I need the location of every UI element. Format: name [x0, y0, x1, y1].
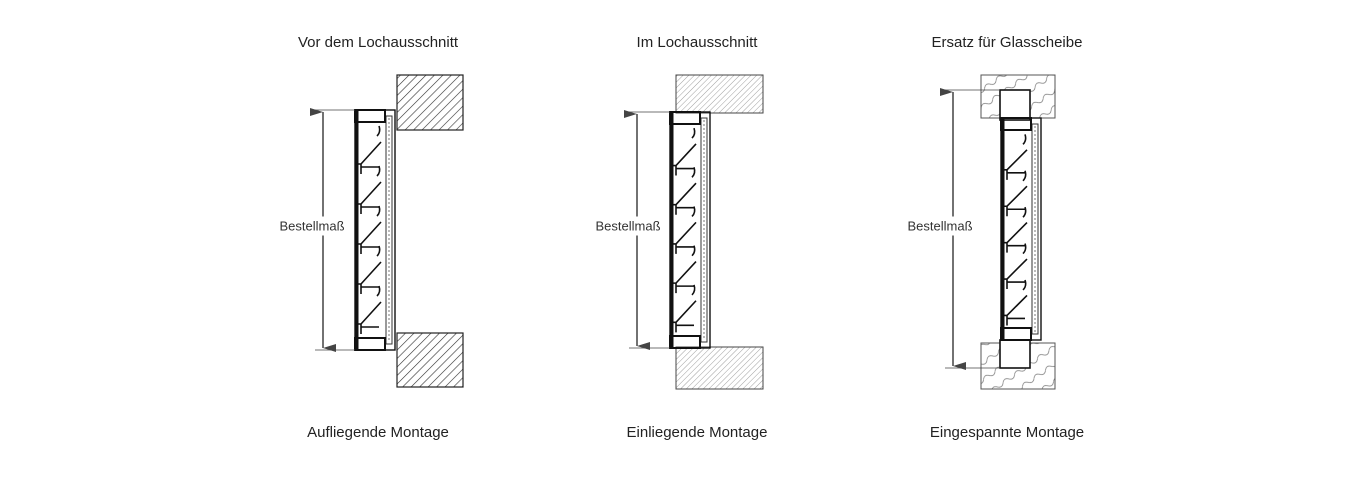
louver-slat	[1004, 243, 1028, 290]
louver-slat	[673, 245, 697, 294]
louver-top-profile-3	[1000, 117, 1032, 131]
wall-bottom	[396, 332, 464, 388]
louver-slat	[358, 165, 382, 214]
wall-top	[675, 74, 764, 114]
panel-3-title: Ersatz für Glasscheibe	[931, 34, 1083, 51]
panel-3-dimension-label: Bestellmaß	[907, 216, 973, 236]
panel-1-dimension-label: Bestellmaß	[279, 216, 345, 236]
louver-slat	[1004, 279, 1028, 326]
louver-slat	[358, 285, 382, 334]
louver-slat	[673, 206, 697, 254]
louver-bottom-profile-2	[669, 335, 701, 349]
panel-2-caption: Einliegende Montage	[626, 424, 768, 441]
panel-3-caption: Eingespannte Montage	[929, 424, 1085, 441]
louver-slat	[673, 127, 697, 176]
louver-slat	[358, 125, 382, 174]
louver-slat	[1004, 170, 1028, 217]
wall-top	[396, 74, 464, 131]
louver-top-profile-1	[354, 109, 386, 123]
louver-slat	[358, 245, 382, 294]
clamp-profile-top	[999, 89, 1031, 121]
louver-slat	[673, 167, 697, 215]
louver-top-profile-2	[669, 111, 701, 125]
louver-mesh-3	[1031, 123, 1039, 335]
clamp-profile-bottom	[999, 339, 1031, 369]
louver-slat	[1004, 206, 1028, 253]
panel-2-dimension-label: Bestellmaß	[595, 216, 661, 236]
louver-slat	[673, 284, 697, 333]
wall-bottom	[675, 346, 764, 390]
louver-slat	[358, 205, 382, 254]
panel-1-caption: Aufliegende Montage	[307, 424, 449, 441]
panel-1-title: Vor dem Lochausschnitt	[297, 34, 459, 51]
louver-slat	[1004, 134, 1028, 180]
panel-2-title: Im Lochausschnitt	[636, 34, 758, 51]
louver-bottom-profile-3	[1000, 327, 1032, 341]
louver-bottom-profile-1	[354, 337, 386, 351]
